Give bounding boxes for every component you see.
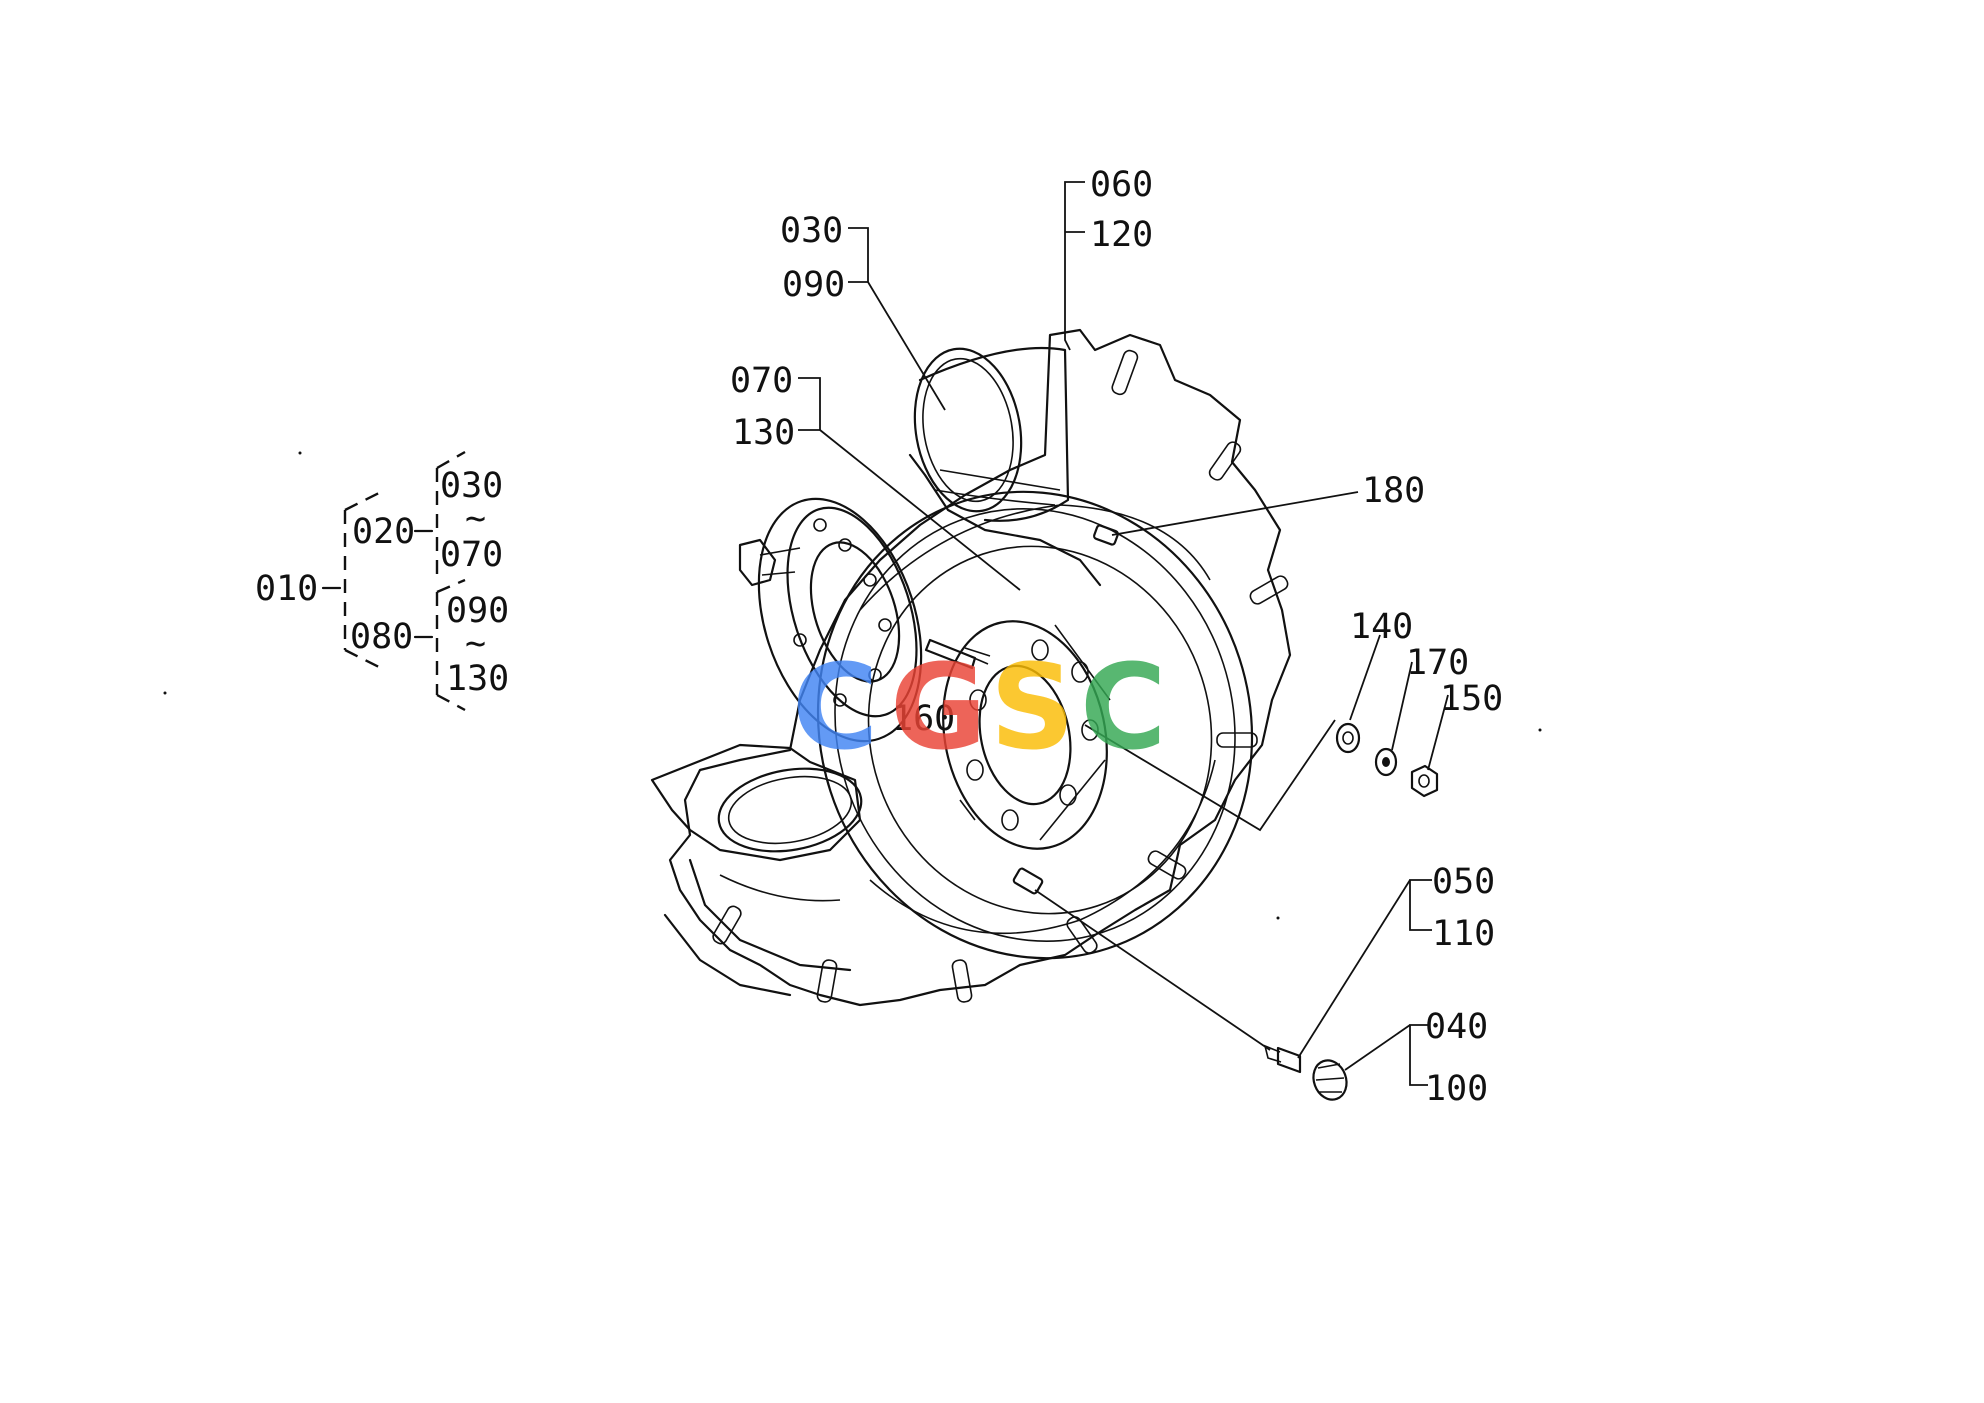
callout-130: 130 [732, 413, 795, 453]
callout-100: 100 [1425, 1069, 1488, 1109]
callout-labels: 060 120 030 090 070 130 180 160 140 170 … [730, 165, 1503, 1109]
tree-group-2-from: 090 [446, 591, 509, 631]
tree-group-2-label: 080 [350, 617, 413, 657]
callout-070: 070 [730, 361, 793, 401]
callout-180: 180 [1362, 471, 1425, 511]
watermark-letter-4: C [1080, 638, 1167, 776]
lower-half-shell [650, 743, 863, 997]
tree-group-1-to: 070 [440, 535, 503, 575]
watermark-letter-3: S [990, 638, 1075, 776]
callout-060: 060 [1090, 165, 1153, 205]
callout-120: 120 [1090, 215, 1153, 255]
watermark-letter-2: G [890, 638, 987, 776]
tree-group-1-label: 020 [352, 512, 415, 552]
callout-030: 030 [780, 211, 843, 251]
tree-group-2-tilde: ~ [465, 624, 486, 664]
callout-170: 170 [1406, 643, 1469, 683]
callout-050: 050 [1432, 862, 1495, 902]
hardware-parts [924, 524, 1439, 1101]
upper-half-shell [908, 346, 1102, 587]
watermark-letter-1: C [792, 638, 879, 776]
leader-lines [798, 181, 1449, 1086]
callout-110: 110 [1432, 914, 1495, 954]
callout-040: 040 [1425, 1007, 1488, 1047]
tree-group-2-to: 130 [446, 659, 509, 699]
callout-160: 160 [892, 699, 955, 739]
callout-150: 150 [1440, 679, 1503, 719]
axle-flange [738, 497, 923, 743]
tree-group-1-tilde: ~ [465, 499, 486, 539]
callout-140: 140 [1350, 607, 1413, 647]
cgsc-watermark-logo: C G S C [792, 638, 1167, 776]
hub-disc [942, 620, 1111, 850]
tree-root-label: 010 [255, 569, 318, 609]
callout-090: 090 [782, 265, 845, 305]
assembly-tree: 010 020 030 ~ 070 080 090 ~ 130 [255, 450, 509, 712]
tree-group-1-from: 030 [440, 466, 503, 506]
